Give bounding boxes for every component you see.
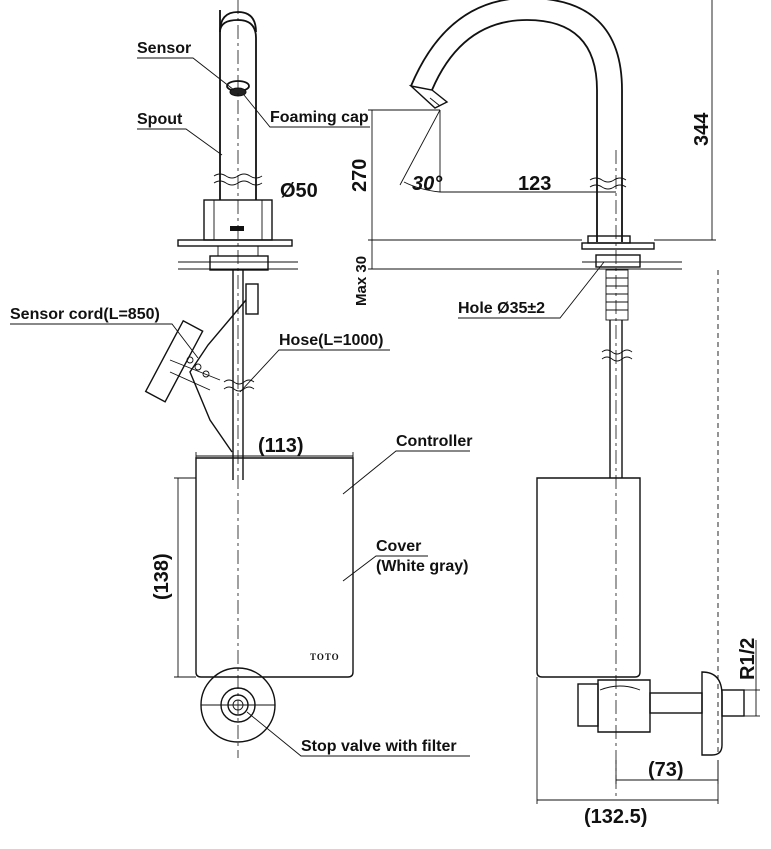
- label-controller: Controller: [396, 433, 472, 450]
- dim-width-113: (113): [258, 435, 304, 457]
- controller-side: [536, 477, 641, 678]
- controller-box: [195, 457, 354, 678]
- dim-angle-30: 30°: [412, 173, 443, 195]
- label-stop-valve: Stop valve with filter: [301, 738, 457, 755]
- dim-diameter-50: Ø50: [280, 180, 318, 202]
- label-cover: Cover: [376, 538, 421, 555]
- dim-height-270: 270: [349, 159, 371, 192]
- dim-width-132-5: (132.5): [584, 806, 647, 828]
- dim-reach-123: 123: [518, 173, 551, 195]
- label-sensor-cord: Sensor cord(L=850): [10, 306, 160, 323]
- sensor-cord: [144, 299, 247, 453]
- label-sensor: Sensor: [137, 40, 191, 57]
- dim-width-73: (73): [648, 759, 684, 781]
- label-foaming-cap: Foaming cap: [270, 109, 369, 126]
- dim-max-30: Max 30: [353, 256, 370, 306]
- label-spout: Spout: [137, 111, 183, 128]
- label-hose: Hose(L=1000): [279, 332, 384, 349]
- dim-height-138: (138): [151, 553, 173, 600]
- dim-thread-r1-2: R1/2: [737, 638, 759, 680]
- label-cover-color: (White gray): [376, 558, 468, 575]
- base-plate: [177, 239, 293, 247]
- gooseneck-spout: [431, 19, 598, 242]
- side-view: 30° 123 270 Max 30 344 Hole Ø35±2 R1/2 (…: [349, 0, 760, 828]
- stop-valve-side: [577, 671, 745, 756]
- brand-logo: TOTO: [310, 652, 340, 662]
- label-hole: Hole Ø35±2: [458, 300, 545, 317]
- front-view: TOTO Ø50 (113) (138) Sensor Spout Foamin…: [10, 0, 472, 758]
- dim-height-344: 344: [691, 112, 713, 146]
